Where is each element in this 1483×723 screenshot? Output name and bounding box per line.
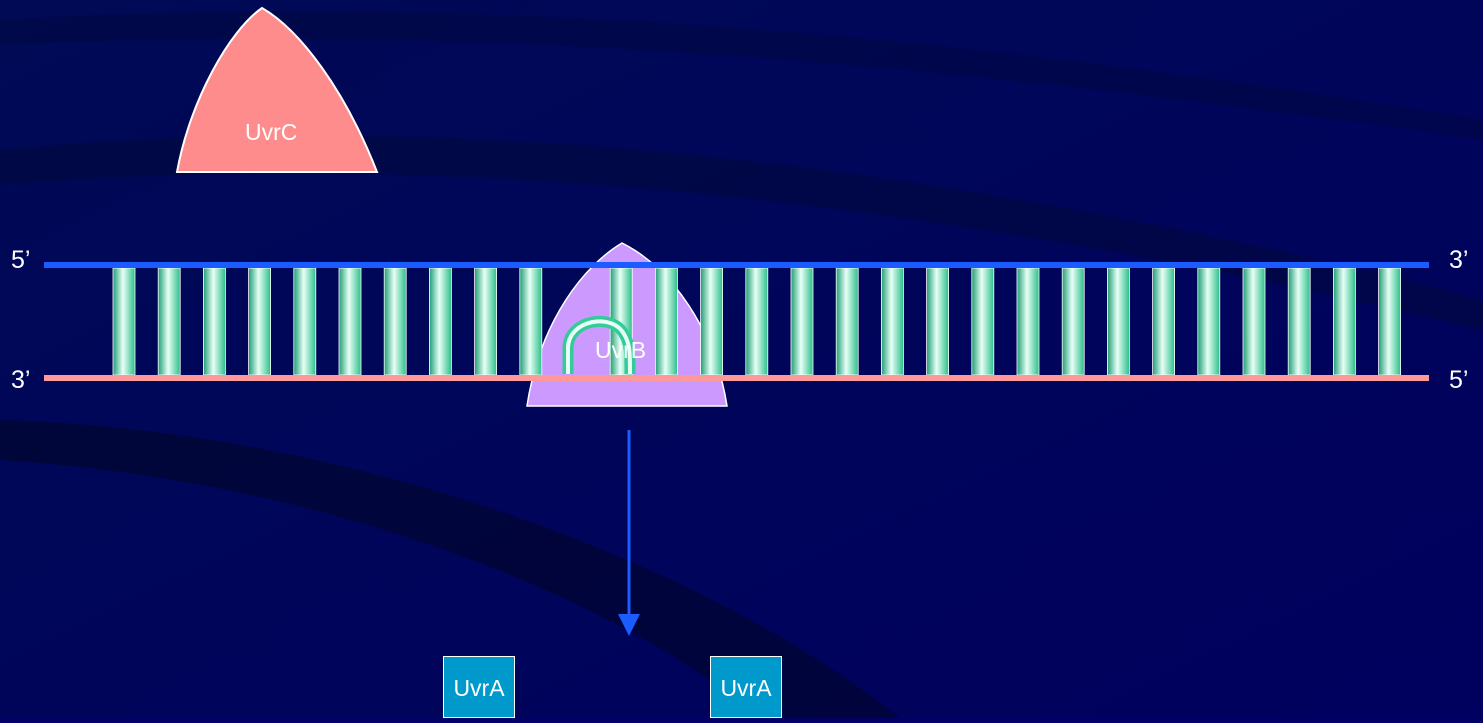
base-pair xyxy=(428,267,452,376)
base-pair xyxy=(1333,267,1356,376)
base-pair xyxy=(383,267,407,376)
base-pair xyxy=(1197,267,1221,376)
base-pair xyxy=(338,267,362,376)
arrow-head xyxy=(618,614,640,636)
uvra-box-left: UvrA xyxy=(443,656,515,718)
base-pair xyxy=(474,267,498,376)
base-pair xyxy=(926,267,949,376)
base-pair xyxy=(881,267,904,376)
base-pair xyxy=(655,267,678,376)
uvrc-protein xyxy=(175,6,379,173)
bottom-strand xyxy=(44,375,1429,381)
base-pair xyxy=(293,267,317,376)
base-pair xyxy=(1061,267,1085,376)
uvra-box-right: UvrA xyxy=(710,656,782,718)
background-streak xyxy=(0,420,900,718)
base-pair xyxy=(202,267,226,376)
base-pairs xyxy=(112,267,1401,376)
base-pair xyxy=(835,267,859,376)
background-streak xyxy=(0,135,1483,330)
background-streak xyxy=(0,11,1483,141)
base-pair xyxy=(1107,267,1130,376)
base-pair xyxy=(157,267,181,376)
top-strand xyxy=(44,262,1429,268)
base-pair xyxy=(790,267,814,376)
base-pair xyxy=(1152,267,1175,376)
base-pair xyxy=(745,267,769,376)
base-pair xyxy=(248,267,272,376)
top-strand-5-prime-label: 5’ xyxy=(11,246,31,274)
uvrc-label: UvrC xyxy=(245,119,298,145)
bottom-strand-3-prime-label: 3’ xyxy=(11,366,31,394)
base-pair xyxy=(112,267,136,376)
base-pair xyxy=(1287,267,1311,376)
bottom-strand-5-prime-label: 5’ xyxy=(1449,366,1469,394)
uvrb-label: UvrB xyxy=(595,337,647,363)
base-pair xyxy=(1242,267,1266,376)
base-pair xyxy=(1378,267,1401,376)
damaged-base-pair xyxy=(562,315,636,375)
top-strand-3-prime-label: 3’ xyxy=(1449,246,1469,274)
base-pair xyxy=(1016,267,1040,376)
base-pair xyxy=(519,267,543,376)
base-pair xyxy=(700,267,723,376)
base-pair xyxy=(971,267,995,376)
